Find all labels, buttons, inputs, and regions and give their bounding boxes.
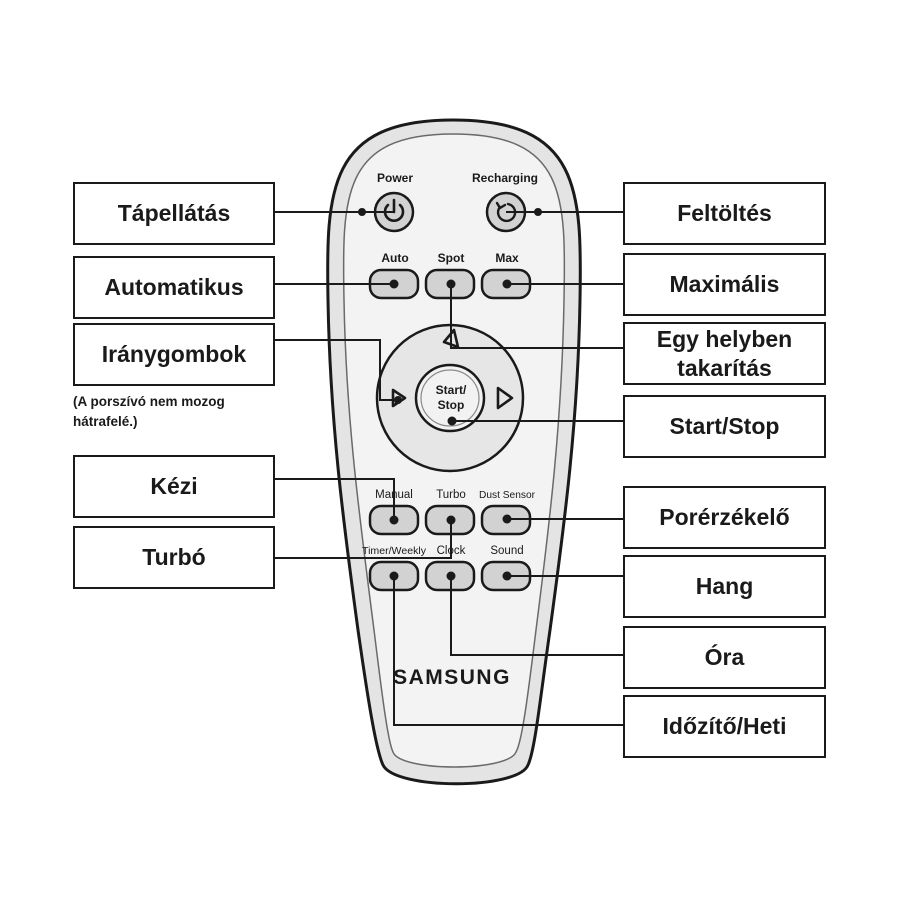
callout-clock-text: Óra xyxy=(704,644,745,671)
leader-lines xyxy=(275,211,625,726)
callout-power: Tápellátás xyxy=(73,182,275,245)
leader-clock xyxy=(450,576,625,656)
callout-dust: Porérzékelő xyxy=(623,486,826,549)
callout-clock: Óra xyxy=(623,626,826,689)
callout-auto-text: Automatikus xyxy=(104,274,244,301)
callout-spot-line2: takarítás xyxy=(677,354,772,381)
leader-spot xyxy=(450,284,625,349)
callout-recharge-text: Feltöltés xyxy=(677,200,772,227)
sound-label: Sound xyxy=(490,545,523,557)
timer-label: Timer/Weekly xyxy=(362,546,426,557)
callout-max: Maximális xyxy=(623,253,826,316)
spot-label: Spot xyxy=(438,251,465,265)
callout-auto: Automatikus xyxy=(73,256,275,319)
stop-label: Stop xyxy=(438,398,465,412)
callout-direction-text: Iránygombok xyxy=(101,341,247,368)
power-label: Power xyxy=(377,171,413,185)
leader-direction xyxy=(275,339,398,401)
callout-direction: Iránygombok xyxy=(73,323,275,386)
leader-dots xyxy=(358,208,542,581)
callout-turbo: Turbó xyxy=(73,526,275,589)
callout-spot-line1: Egy helyben xyxy=(656,325,793,352)
callout-power-text: Tápellátás xyxy=(117,200,231,227)
callout-spot: Egy helyben takarítás xyxy=(623,322,826,385)
callout-sound-text: Hang xyxy=(695,573,754,600)
callout-timer-text: Időzítő/Heti xyxy=(662,713,787,740)
leader-turbo xyxy=(275,520,452,559)
callout-sound: Hang xyxy=(623,555,826,618)
max-label: Max xyxy=(495,251,519,265)
dust-sensor-label: Dust Sensor xyxy=(479,490,536,501)
leader-timer xyxy=(393,576,625,726)
turbo-label: Turbo xyxy=(436,489,466,501)
callout-recharge: Feltöltés xyxy=(623,182,826,245)
recharging-label: Recharging xyxy=(472,171,538,185)
start-label: Start/ xyxy=(436,383,467,397)
arrow-right-icon xyxy=(496,386,514,410)
callout-manual: Kézi xyxy=(73,455,275,518)
auto-label: Auto xyxy=(381,251,408,265)
power-icon xyxy=(383,198,405,222)
brand-logo: SAMSUNG xyxy=(393,666,511,689)
callout-spot-text: Egy helyben takarítás xyxy=(657,325,792,383)
callout-manual-text: Kézi xyxy=(150,473,198,500)
callout-timer: Időzítő/Heti xyxy=(623,695,826,758)
leader-manual xyxy=(275,478,395,520)
recharge-icon xyxy=(495,201,517,223)
start-stop-button[interactable] xyxy=(414,363,486,433)
direction-note-line2: hátrafelé.) xyxy=(73,414,138,430)
start-stop-button-ring xyxy=(420,369,480,427)
callout-max-text: Maximális xyxy=(669,271,780,298)
callout-turbo-text: Turbó xyxy=(142,544,206,571)
direction-note: (A porszívó nem mozog hátrafelé.) xyxy=(73,392,303,433)
callout-startstop: Start/Stop xyxy=(623,395,826,458)
direction-note-line1: (A porszívó nem mozog xyxy=(73,394,225,409)
callout-startstop-text: Start/Stop xyxy=(669,413,780,440)
callout-dust-text: Porérzékelő xyxy=(659,504,790,531)
